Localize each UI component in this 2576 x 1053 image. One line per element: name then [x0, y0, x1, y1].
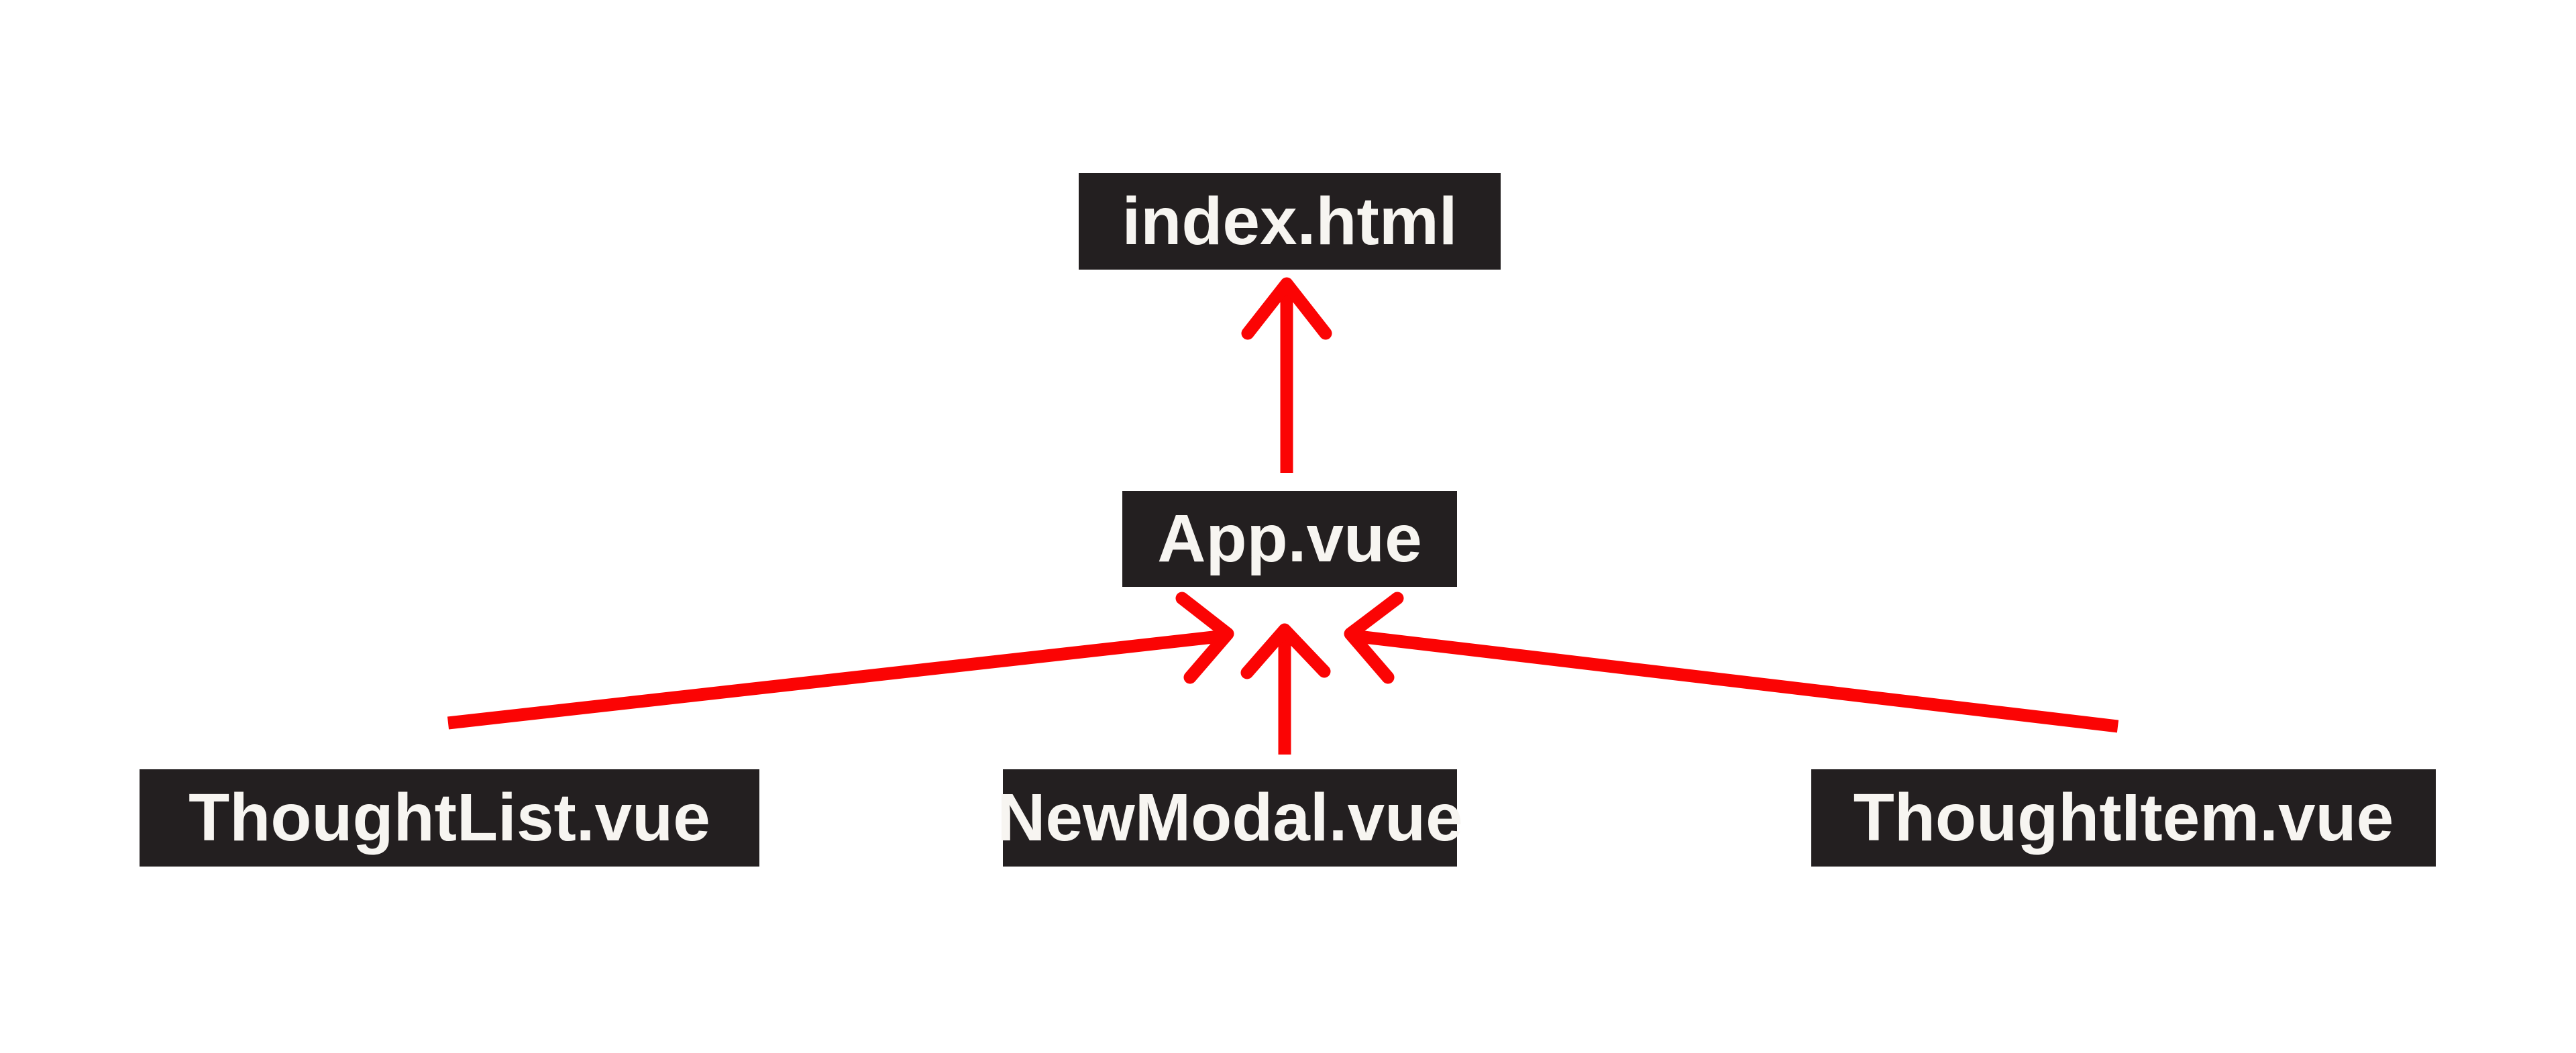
node-newmodal-vue: NewModal.vue: [997, 769, 1463, 867]
arrow-thoughtlist-to-app: [447, 592, 1234, 730]
arrow-head-icon: [1241, 277, 1332, 340]
arrow-newmodal-to-app: [1240, 623, 1331, 755]
node-label: ThoughtItem.vue: [1853, 780, 2394, 855]
arrow-head-icon: [1175, 592, 1234, 684]
node-app-vue: App.vue: [1122, 491, 1457, 587]
node-label: App.vue: [1157, 501, 1422, 576]
arrow-shaft: [1352, 629, 2119, 733]
node-label: NewModal.vue: [997, 780, 1463, 855]
arrow-thoughtitem-to-app: [1344, 592, 2119, 733]
node-label: index.html: [1122, 183, 1458, 259]
arrow-head-icon: [1344, 592, 1404, 684]
node-thoughtlist-vue: ThoughtList.vue: [140, 769, 759, 867]
node-index-html: index.html: [1079, 173, 1501, 270]
node-label: ThoughtList.vue: [189, 780, 710, 855]
node-thoughtitem-vue: ThoughtItem.vue: [1811, 769, 2436, 867]
arrow-head-icon: [1240, 623, 1331, 679]
arrow-shaft: [447, 629, 1226, 730]
arrow-app-to-index: [1241, 277, 1332, 473]
